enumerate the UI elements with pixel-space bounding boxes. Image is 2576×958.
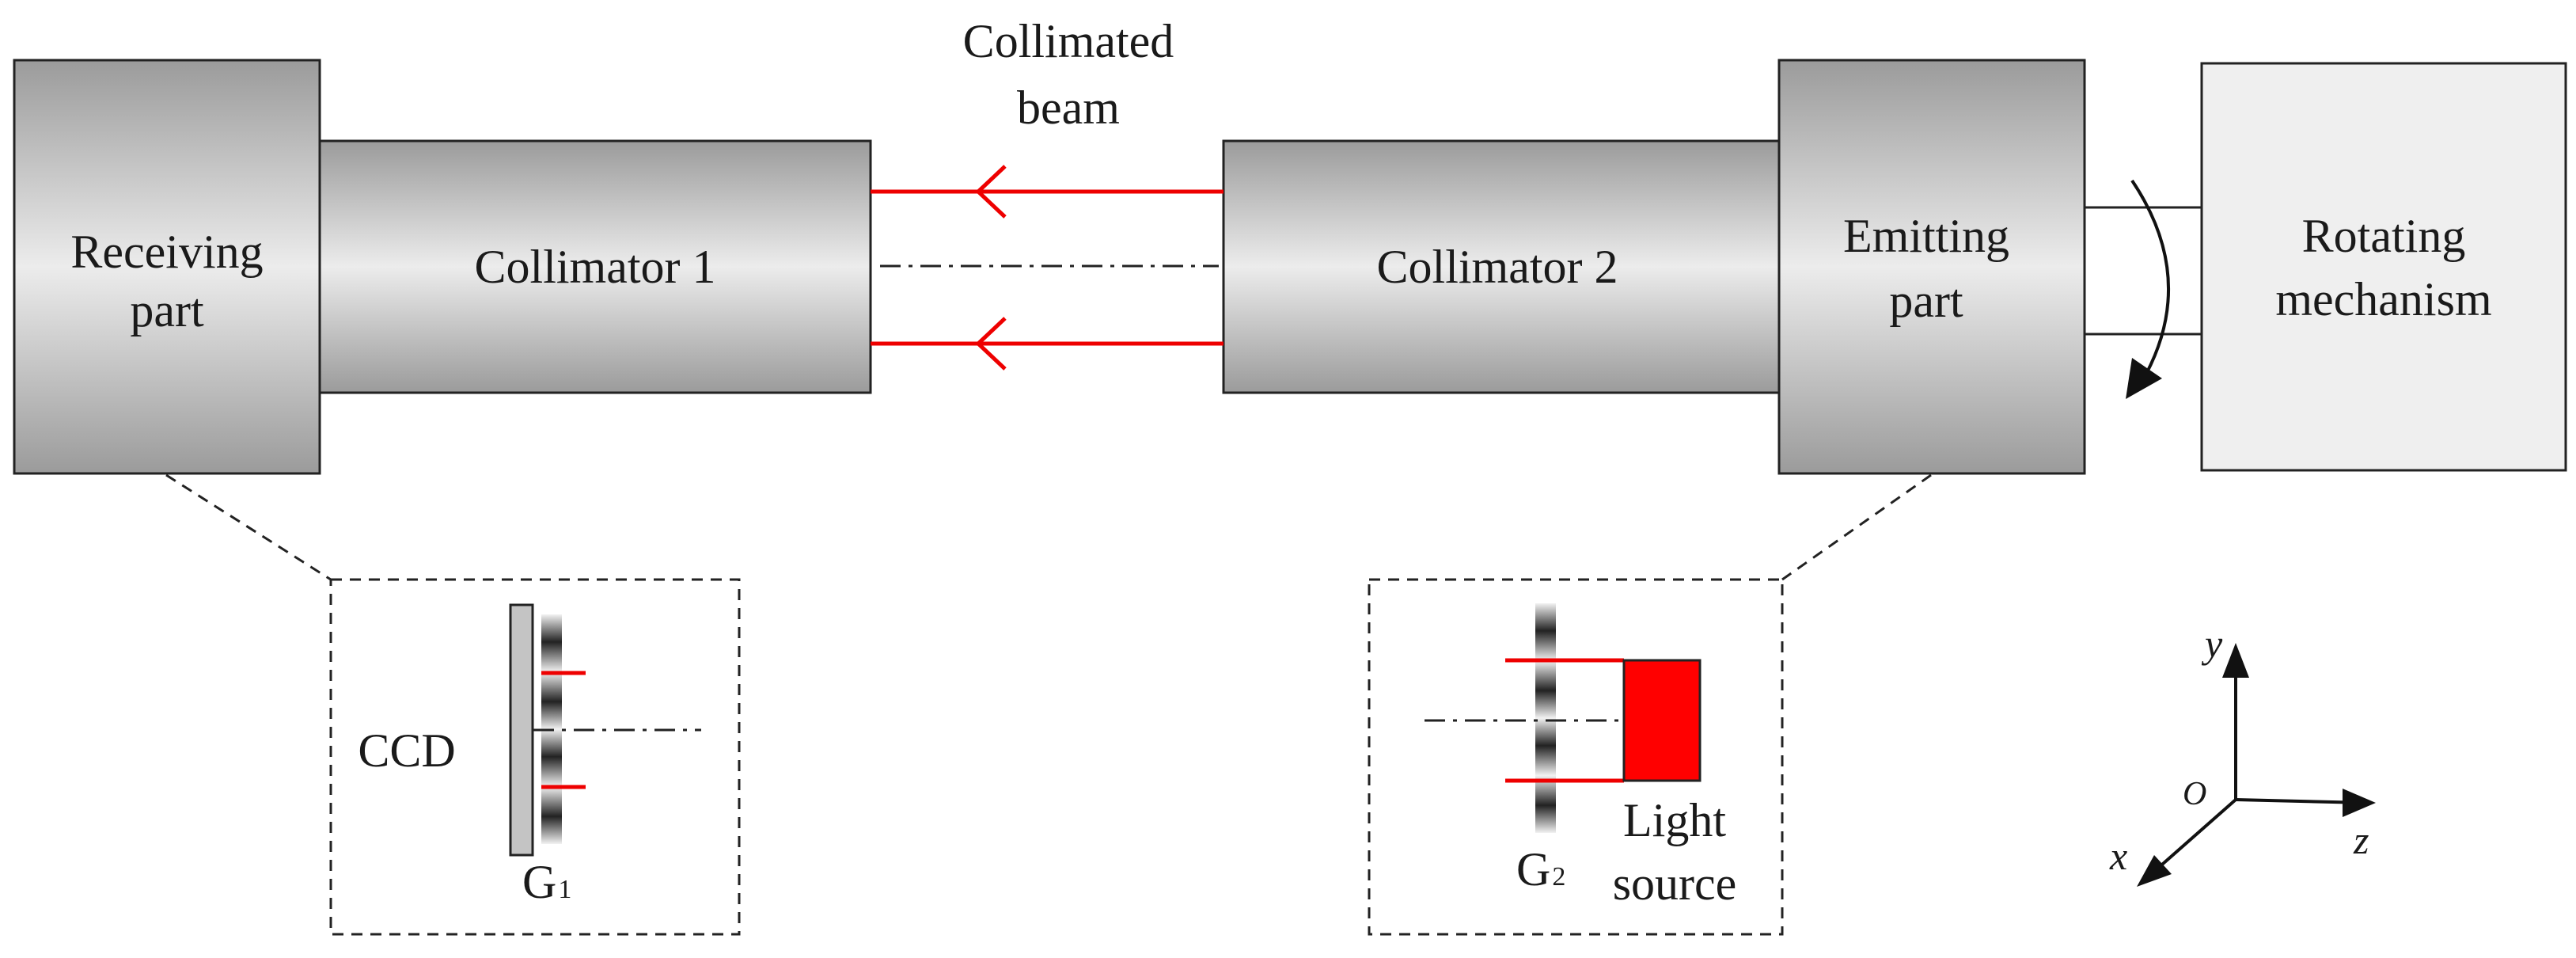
emitting-part-label-line2: part: [1889, 275, 1963, 327]
collimator-1-block: [318, 139, 872, 394]
callout-line-emitting: [1781, 473, 1932, 581]
collimated-beam-label-line1: Collimated: [963, 15, 1174, 67]
beam-lower-arrowhead: [975, 317, 1007, 371]
collimated-beam-label-line2: beam: [1017, 82, 1120, 134]
ccd-label: CCD: [358, 724, 455, 777]
collimator-2-label: Collimator 2: [1377, 241, 1618, 293]
emitting-detail-box: [1368, 578, 1784, 936]
rotating-mechanism-block: [2200, 62, 2567, 472]
x-axis-arrowhead: [2137, 855, 2172, 887]
y-axis-label: y: [2201, 622, 2223, 666]
receiving-part-label-line2: part: [130, 284, 204, 336]
x-axis-arrow: [2148, 798, 2237, 877]
grating-g2: [1535, 603, 1556, 833]
y-axis-arrowhead: [2222, 643, 2249, 678]
z-axis-arrowhead: [2343, 789, 2376, 817]
emitting-part-block: [1777, 59, 2086, 475]
emitting-part-label-line1: Emitting: [1843, 210, 2009, 262]
z-axis-label: z: [2353, 818, 2369, 862]
ccd-sensor: [509, 603, 534, 857]
rotation-arrow: [2130, 179, 2170, 374]
g1-label: G1: [522, 856, 571, 908]
callout-line-receiving: [165, 473, 332, 581]
receiving-part-block: [13, 59, 321, 475]
rotating-mechanism-label-line2: mechanism: [2275, 273, 2491, 325]
receiving-part-label-line1: Receiving: [70, 226, 263, 278]
light-source: [1622, 659, 1702, 782]
g2-label: G2: [1516, 843, 1565, 895]
beam-upper-arrowhead: [975, 165, 1007, 219]
origin-label: O: [2183, 776, 2206, 812]
light-source-label-line2: source: [1613, 857, 1737, 910]
receiving-detail-box: [329, 578, 741, 936]
collimator-2-block: [1222, 139, 1781, 394]
rotating-mechanism-label-line1: Rotating: [2302, 210, 2466, 262]
x-axis-label: x: [2109, 834, 2127, 878]
collimator-1-label: Collimator 1: [475, 241, 716, 293]
rotation-arrowhead: [2126, 358, 2162, 399]
light-source-label-line1: Light: [1623, 794, 1726, 846]
